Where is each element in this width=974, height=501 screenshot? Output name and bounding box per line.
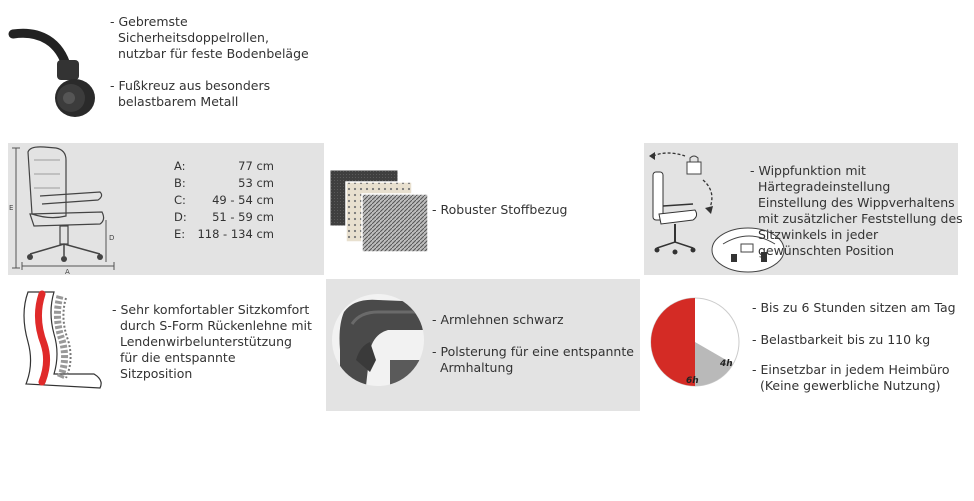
usage-bullet-capacity: - Belastbarkeit bis zu 110 kg bbox=[752, 332, 931, 347]
wheels-section: - Gebremste Sicherheitsdoppelrollen, nut… bbox=[0, 0, 330, 140]
comfort-bullet: - Sehr komfortabler Sitzkomfort durch S-… bbox=[112, 302, 312, 381]
dim-label-e: E bbox=[9, 204, 13, 212]
dim-label-d: D bbox=[109, 234, 114, 242]
dimension-row: C:49 - 54 cm bbox=[174, 193, 274, 207]
tilt-mechanism-icon bbox=[649, 152, 785, 273]
dimension-row: D:51 - 59 cm bbox=[174, 210, 274, 224]
spine-ergonomics-icon bbox=[23, 290, 102, 389]
tilt-bullet: - Wippfunktion mit Härtegradeinstellung … bbox=[750, 163, 963, 258]
armrest-bullet-padding: - Polsterung für eine entspannte Armhalt… bbox=[432, 344, 634, 375]
dim-label-a: A bbox=[65, 268, 70, 276]
wheels-bullet-base: - Fußkreuz aus besonders belastbarem Met… bbox=[110, 78, 271, 109]
fabric-bullet: - Robuster Stoffbezug bbox=[432, 202, 568, 217]
pie-label-6h: 6h bbox=[686, 376, 699, 386]
armrest-bullet-color: - Armlehnen schwarz bbox=[432, 312, 564, 327]
chair-dimension-diagram: E D A bbox=[9, 146, 115, 276]
dimension-row: A:77 cm bbox=[174, 159, 274, 173]
fabric-swatches-icon bbox=[329, 169, 429, 253]
lock-icon bbox=[686, 161, 702, 175]
wheels-bullet-brakes: - Gebremste Sicherheitsdoppelrollen, nut… bbox=[110, 14, 309, 61]
pie-label-4h: 4h bbox=[719, 359, 733, 369]
usage-bullet-homeoffice: - Einsetzbar in jedem Heimbüro (Keine ge… bbox=[752, 362, 950, 393]
dimensions-section bbox=[8, 143, 324, 275]
caster-wheel-icon bbox=[8, 28, 95, 117]
usage-pie-icon: 6h 4h bbox=[650, 297, 740, 387]
armrest-icon bbox=[332, 294, 424, 386]
usage-bullet-hours: - Bis zu 6 Stunden sitzen am Tag bbox=[752, 300, 956, 315]
dimension-row: E:118 - 134 cm bbox=[174, 227, 274, 241]
dimension-row: B:53 cm bbox=[174, 176, 274, 190]
dimensions-table: A:77 cm B:53 cm C:49 - 54 cm D:51 - 59 c… bbox=[170, 158, 274, 243]
